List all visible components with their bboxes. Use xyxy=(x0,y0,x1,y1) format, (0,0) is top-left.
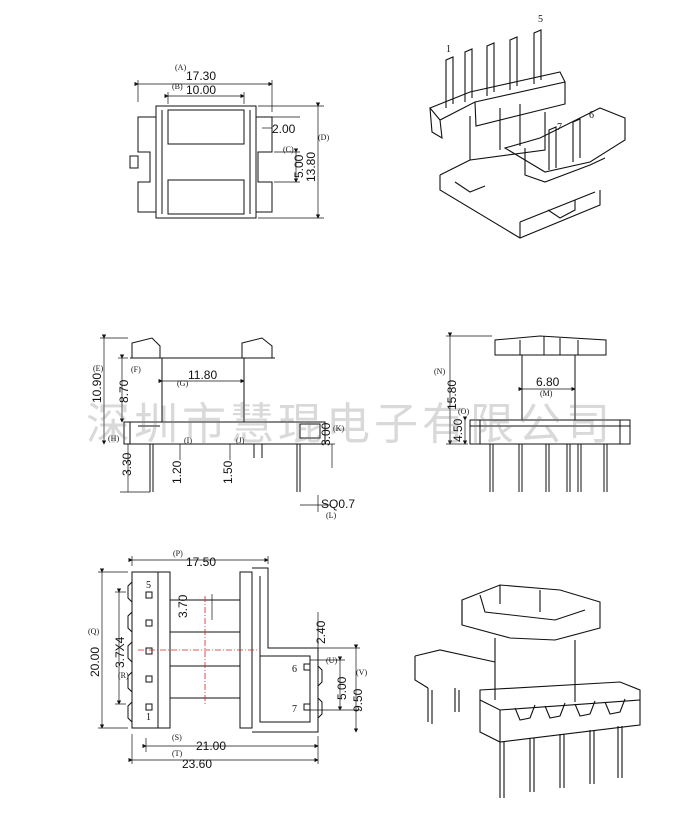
dim-17-50: 17.50 xyxy=(186,555,216,569)
bottom-pin-label-7: 7 xyxy=(292,704,297,715)
iso-pin-7 xyxy=(548,126,557,170)
dim-tag-c: (C) xyxy=(283,145,294,154)
dim-tag-l: (L) xyxy=(326,511,337,520)
iso-pin-label-6: 6 xyxy=(589,110,594,121)
isometric-view-bottom xyxy=(414,584,641,798)
dim-tag-n: (N) xyxy=(434,367,445,376)
dim-10-90: 10.90 xyxy=(90,373,104,403)
dim-9-50: 9.50 xyxy=(351,688,365,712)
dim-8-70: 8.70 xyxy=(117,379,131,403)
dim-23-60: 23.60 xyxy=(182,757,212,771)
dim-tag-o: (O) xyxy=(458,407,469,416)
dim-tag-v: (V) xyxy=(356,668,367,677)
bottom-pin-label-1: 1 xyxy=(146,712,151,723)
dim-11-80: 11.80 xyxy=(188,368,217,382)
dim-1-50: 1.50 xyxy=(221,460,235,484)
iso-pin-label-5: 5 xyxy=(538,14,543,25)
dim-5-00: 5.00 xyxy=(292,154,306,178)
dim-tag-f: (F) xyxy=(131,365,141,374)
dim-5-00-pin-pitch: 5.00 xyxy=(335,676,349,700)
dim-tag-q: (Q) xyxy=(88,627,99,636)
dim-4-50: 4.50 xyxy=(451,418,465,442)
dim-3-7x4: 3.7X4 xyxy=(113,636,127,668)
bottom-pin-label-5: 5 xyxy=(146,580,151,591)
bottom-pin-label-6: 6 xyxy=(292,664,297,675)
iso-pin-label-7: 7 xyxy=(557,122,562,133)
dim-17-30: 17.30 xyxy=(186,69,216,83)
iso-pin-label-1: 1 xyxy=(446,44,451,55)
watermark-text: 深圳市慧琨电子有限公司 xyxy=(86,399,614,450)
dim-13-80: 13.80 xyxy=(304,152,318,182)
dim-2-00: 2.00 xyxy=(272,122,296,136)
top-view-outline xyxy=(137,105,273,219)
dim-6-80: 6.80 xyxy=(536,375,560,389)
top-view-window-upper xyxy=(167,109,245,145)
dim-tag-p: (P) xyxy=(173,549,183,558)
dim-tag-h: (H) xyxy=(108,434,119,443)
dim-tag-e: (E) xyxy=(93,364,104,373)
dim-2-40: 2.40 xyxy=(314,620,328,644)
iso-pin-6 xyxy=(572,118,581,162)
dim-tag-b: (B) xyxy=(172,82,183,91)
dim-3-00: 3.00 xyxy=(319,422,333,446)
dim-tag-d: (D) xyxy=(318,133,329,142)
dim-tag-u: (U) xyxy=(326,656,337,665)
isometric-view-top: 1 5 7 6 xyxy=(429,14,626,239)
bottom-view: (P) 17.50 (Q) 20.00 (R) 3.7X4 3.70 2.40 … xyxy=(88,549,367,771)
dim-tag-s: (S) xyxy=(172,733,182,742)
dim-tag-k: (K) xyxy=(333,424,344,433)
dim-20-00: 20.00 xyxy=(88,647,102,677)
dim-15-80: 15.80 xyxy=(445,380,459,410)
dim-tag-j: (J) xyxy=(236,436,245,445)
dim-tag-g: (G) xyxy=(177,379,188,388)
dim-tag-r: (R) xyxy=(118,671,129,680)
dim-3-70: 3.70 xyxy=(176,594,190,618)
iso-pin-1 xyxy=(445,56,454,108)
dim-tag-t: (T) xyxy=(172,749,183,758)
side-view: (E) 10.90 (F) 8.70 (G) 11.80 (H) 3.30 (I… xyxy=(90,334,355,520)
front-view: (N) 15.80 6.80 (M) (O) 4.50 xyxy=(434,332,631,492)
dim-tag-a: (A) xyxy=(175,63,186,72)
top-view-window-lower xyxy=(167,179,245,215)
dim-1-20: 1.20 xyxy=(170,460,184,484)
dim-21-00: 21.00 xyxy=(196,739,226,753)
iso-pin-5 xyxy=(533,29,542,84)
top-view: (A) 17.30 (B) 10.00 2.00 (C) 5.00 (D) 13… xyxy=(129,63,329,219)
dim-sq0-7: SQ0.7 xyxy=(321,497,355,511)
dim-10-00: 10.00 xyxy=(186,83,216,97)
dim-tag-m: (M) xyxy=(540,389,553,398)
dim-3-30: 3.30 xyxy=(120,452,134,476)
dim-tag-i: (I) xyxy=(184,436,192,445)
